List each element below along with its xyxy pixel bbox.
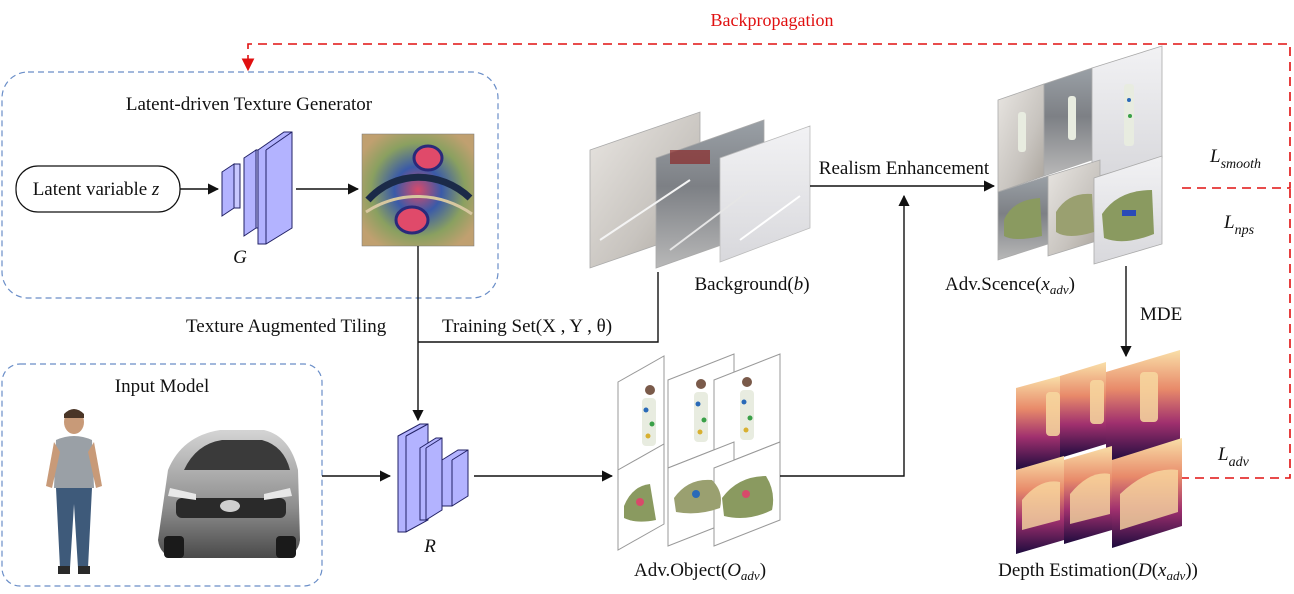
loss-adv-label: Ladv bbox=[1217, 444, 1250, 470]
adv-object-label: Adv.Object(Oadv) bbox=[634, 560, 766, 583]
generator-network-g bbox=[221, 131, 293, 245]
adv-object-stack bbox=[617, 353, 781, 551]
input-model-dashed-border bbox=[1, 363, 323, 587]
backprop-label: Backpropagation bbox=[711, 10, 834, 30]
generator-title: Latent-driven Texture Generator bbox=[126, 94, 373, 115]
training-set-line bbox=[418, 272, 659, 343]
generator-dashed-border bbox=[1, 71, 499, 299]
depth-estimation-label: Depth Estimation(D(xadv)) bbox=[998, 560, 1198, 583]
renderer-network-r bbox=[397, 423, 469, 533]
person-model-icon bbox=[46, 409, 102, 574]
training-set-label: Training Set(X , Y , θ) bbox=[442, 316, 612, 337]
street-photo bbox=[719, 125, 811, 263]
loss-adv-dashed-line bbox=[1180, 188, 1291, 479]
input-model-box: Input Model bbox=[1, 363, 323, 587]
loss-nps-label: Lnps bbox=[1223, 212, 1255, 238]
g-symbol: G bbox=[233, 247, 247, 268]
loss-smooth-label: Lsmooth bbox=[1209, 146, 1261, 172]
latent-variable-label: Latent variable z bbox=[33, 179, 160, 200]
arrow-adv-object-to-realism bbox=[780, 194, 910, 477]
texture-noise-image bbox=[361, 133, 475, 247]
mde-label: MDE bbox=[1140, 304, 1182, 325]
backprop-loop: Backpropagation bbox=[241, 10, 1291, 479]
background-label: Background(b) bbox=[694, 274, 809, 295]
car-model-icon bbox=[158, 430, 300, 558]
generator-box: Latent-driven Texture Generator Latent v… bbox=[1, 71, 499, 299]
textured-person-icons bbox=[642, 377, 754, 446]
texture-tiling-label: Texture Augmented Tiling bbox=[186, 316, 387, 337]
depth-map-stack bbox=[1016, 350, 1182, 554]
realism-enhancement-label: Realism Enhancement bbox=[819, 158, 990, 179]
background-stack bbox=[589, 111, 811, 269]
scene-objects bbox=[1004, 84, 1154, 242]
adv-scene-label: Adv.Scence(xadv) bbox=[945, 274, 1075, 297]
input-model-title: Input Model bbox=[115, 376, 209, 397]
textured-car-icons bbox=[624, 476, 774, 522]
adv-scene-stack bbox=[997, 45, 1163, 265]
r-symbol: R bbox=[423, 536, 436, 557]
